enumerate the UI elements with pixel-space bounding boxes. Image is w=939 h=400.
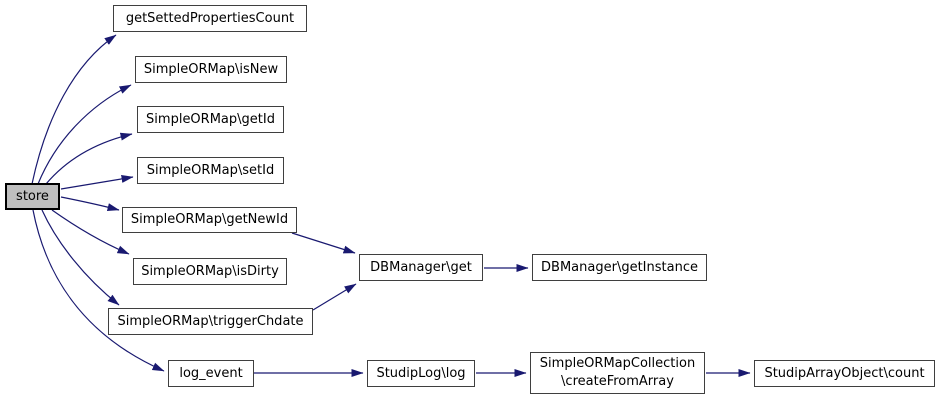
edge-store-to-getSettedPropertiesCount: [31, 34, 117, 185]
graph-node-setId[interactable]: SimpleORMap\setId: [137, 157, 284, 184]
graph-node-log_event[interactable]: log_event: [168, 360, 254, 387]
edge-group: [31, 34, 751, 377]
edge-store-to-getId: [45, 132, 133, 185]
edge-store-to-log_event: [32, 209, 165, 372]
graph-node-getSettedPropertiesCount[interactable]: getSettedPropertiesCount: [113, 5, 307, 32]
edge-store-to-triggerChdate: [41, 209, 120, 306]
graph-node-StudipArrayObject_count[interactable]: StudipArrayObject\count: [754, 360, 935, 387]
graph-node-isNew[interactable]: SimpleORMap\isNew: [135, 56, 287, 83]
edge-store-to-isNew: [37, 84, 132, 185]
graph-node-getNewId[interactable]: SimpleORMap\getNewId: [122, 207, 297, 233]
graph-node-StudipLog_log[interactable]: StudipLog\log: [367, 360, 475, 387]
graph-node-DBManager_getInstance[interactable]: DBManager\getInstance: [532, 254, 707, 281]
edge-store-to-getNewId: [60, 196, 120, 211]
edge-triggerChdate-to-DBManager_get: [312, 283, 357, 311]
edge-store-to-setId: [60, 174, 134, 190]
graph-node-triggerChdate[interactable]: SimpleORMap\triggerChdate: [108, 308, 313, 335]
graph-node-getId[interactable]: SimpleORMap\getId: [137, 106, 284, 133]
edge-store-to-isDirty: [51, 209, 130, 255]
graph-node-isDirty[interactable]: SimpleORMap\isDirty: [133, 258, 287, 285]
graph-node-store: store: [5, 183, 60, 210]
graph-node-DBManager_get[interactable]: DBManager\get: [359, 254, 483, 281]
edge-getNewId-to-DBManager_get: [291, 232, 356, 254]
graph-node-createFromArray[interactable]: SimpleORMapCollection \createFromArray: [530, 352, 705, 394]
